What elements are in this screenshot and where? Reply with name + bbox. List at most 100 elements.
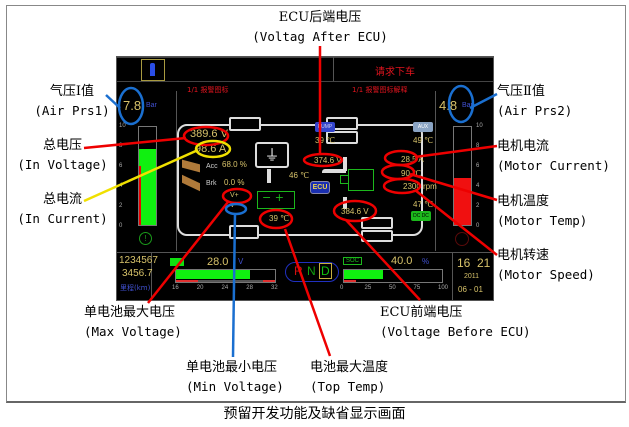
soc-value: 40.0 (391, 255, 413, 267)
aux-temp: 49 ℃ (413, 136, 434, 145)
low-voltage-warning-strip (176, 280, 275, 282)
contactor-top-2 (326, 131, 358, 144)
scale-tick-label: 0 (119, 223, 123, 229)
annotation-cn: ECU前端电压 (380, 305, 463, 320)
ecu-wire (322, 169, 346, 173)
clock-minute: 21 (477, 256, 491, 270)
total-voltage-unit: V (220, 128, 228, 140)
scale-tick-label: 2 (476, 203, 480, 209)
total-current-value: 98.6 (195, 143, 217, 155)
annotation-en: (Min Voltage) (186, 379, 284, 394)
clock-hour: 16 (457, 256, 471, 270)
soc-warning-strip (344, 280, 356, 282)
air-pressure-2-unit: Bar (462, 102, 473, 109)
annotation-en: (Top Temp) (310, 379, 386, 394)
scale-tick-label: 28 (246, 285, 253, 291)
battery-icon: − + (257, 191, 295, 209)
low-voltage-ticks: 16 20 24 28 32 (172, 285, 278, 295)
low-voltage-value: 28.0 (207, 256, 229, 268)
divider (452, 252, 453, 300)
ecu-before-voltage: 384.6 V (341, 207, 369, 216)
parking-brake-icon: ! (139, 232, 152, 245)
driver-icon (141, 59, 165, 81)
battery-top-temp: 39 ℃ (269, 214, 290, 223)
air-pressure-1-unit: Bar (146, 102, 157, 109)
contactor-bottom (361, 217, 393, 229)
annotation-en: (In Voltage) (17, 157, 108, 172)
clock-date: 06 - 01 (458, 285, 483, 294)
scale-tick-label: 24 (221, 285, 229, 291)
annotation-en: (Motor Speed) (497, 267, 595, 282)
scale-tick-label: 2 (119, 203, 123, 209)
annotation-in-voltage: 总电压 (In Voltage) (10, 136, 115, 174)
annotation-en: (Motor Temp) (497, 213, 588, 228)
pump-icon: PUMP (315, 122, 335, 132)
annotation-cn: 单电池最小电压 (186, 360, 278, 375)
divider (333, 57, 334, 81)
scale-tick-label: 4 (119, 183, 123, 189)
annotation-in-current: 总电流 (In Current) (10, 190, 115, 228)
total-current: 98.6 A (195, 143, 226, 155)
alarm-icon-label: 1/1 报警图标 (187, 86, 229, 94)
annotation-cn: ECU后端电压 (278, 10, 362, 25)
soc-unit: % (422, 257, 430, 266)
annotation-motor-current: 电机电流 (Motor Current) (497, 137, 610, 175)
odometer-trip: 3456.7 (122, 268, 153, 279)
acc-value: 68.0 % (222, 160, 247, 169)
min-cell-voltage-label: V- (230, 202, 237, 209)
brk-value: 0.0 % (224, 178, 245, 187)
scale-tick-label: 32 (271, 285, 278, 291)
scale-tick-label: 20 (196, 285, 204, 291)
low-voltage-unit: V (238, 257, 244, 266)
annotation-ecu-before: ECU前端电压 (Voltage Before ECU) (380, 303, 531, 341)
total-voltage: 389.6 V (190, 128, 228, 140)
annotation-en: (Max Voltage) (84, 324, 182, 339)
charge-plug-icon: ⏚ (255, 142, 289, 168)
annotation-cn: 电机转速 (497, 248, 550, 263)
divider (117, 57, 493, 58)
annotation-cn: 总电压 (42, 138, 82, 153)
clock-year: 2011 (464, 273, 480, 280)
air-pressure-1-fill (139, 148, 156, 225)
annotation-en: (Voltag After ECU) (252, 29, 388, 44)
annotation-cn: 电机电流 (497, 139, 550, 154)
motor-current: 28.5 A (401, 155, 424, 164)
scale-tick-label: 4 (476, 183, 480, 189)
annotation-air-prs2: 气压Ⅱ值 (Air Prs2) (497, 82, 572, 120)
scale-tick-label: 16 (172, 285, 179, 291)
annotation-cn: 气压Ⅱ值 (497, 84, 545, 99)
air-pressure-2-value: 4.8 (439, 98, 458, 113)
annotation-motor-temp: 电机温度 (Motor Temp) (497, 192, 587, 230)
soc-fill (344, 270, 384, 279)
annotation-cn: 气压Ⅰ值 (49, 84, 95, 99)
ecu-icon: ECU (310, 181, 330, 194)
brk-label: Brk (206, 180, 217, 187)
gear-r: R (294, 264, 303, 278)
air-pressure-2-fill (454, 177, 471, 225)
total-voltage-value: 389.6 (190, 128, 218, 140)
annotation-min-voltage: 单电池最小电压 (Min Voltage) (186, 358, 284, 396)
figure-frame (6, 5, 626, 403)
low-voltage-fill (176, 270, 251, 279)
motor-temp: 90 ℃ (401, 169, 422, 178)
scale-tick-label: 50 (389, 285, 396, 291)
dcdc-temp: 47 ℃ (413, 200, 434, 209)
annotation-en: (Motor Current) (497, 158, 610, 173)
annotation-cn: 电机温度 (497, 194, 550, 209)
soc-bar (343, 269, 443, 283)
gear-n: N (307, 264, 316, 278)
motor-shaft (340, 175, 349, 184)
aux-icon: AUX (413, 122, 433, 132)
scale-tick-label: 100 (438, 285, 449, 291)
scale-tick-label: 8 (119, 143, 123, 149)
request-exit-text: 请求下车 (375, 67, 415, 78)
pump-temp: 39 ℃ (315, 136, 336, 145)
scale-tick-label: 25 (364, 285, 372, 291)
figure-caption: 预留开发功能及缺省显示画面 (223, 406, 406, 422)
scale-tick-label: 0 (476, 223, 480, 229)
annotation-air-prs1: 气压Ⅰ值 (Air Prs1) (22, 82, 122, 120)
